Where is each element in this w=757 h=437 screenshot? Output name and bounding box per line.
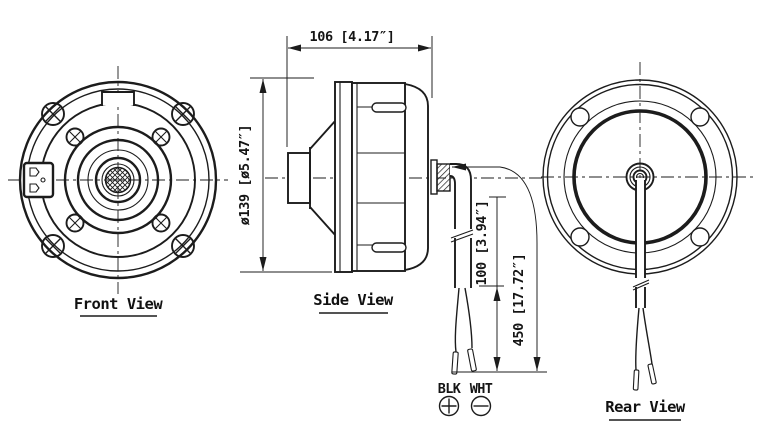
dimension-diameter-label: ø139 [ø5.47″] xyxy=(237,125,253,225)
wire-ferrule xyxy=(451,351,459,375)
driver-screw-icon xyxy=(151,213,171,233)
dimension-lead-strip-label: 100 [3.94″] xyxy=(474,200,490,285)
horn-throat-tube xyxy=(287,152,311,204)
cable-break-symbol xyxy=(450,229,474,243)
horn-throat-rings xyxy=(63,125,173,235)
rear-cap xyxy=(404,83,429,271)
dimension-annotations: 106 [4.17″] ø139 [ø5.47″] 100 [3.94″] 45… xyxy=(237,29,547,417)
clamp-screw-icon xyxy=(371,102,407,113)
mounting-hole xyxy=(570,107,590,127)
flange-screw-icon xyxy=(41,102,65,126)
dimension-lead-total-label: 450 [17.72″] xyxy=(511,254,527,347)
dimension-lead-strip: 100 [3.94″] xyxy=(474,196,506,371)
wire-black-label: BLK xyxy=(438,381,462,397)
rear-view-label: Rear View xyxy=(605,398,686,416)
driver-screw-icon xyxy=(151,127,171,147)
wire-ferrule xyxy=(467,348,477,372)
side-view: Side View xyxy=(265,81,543,375)
dimension-width-label: 106 [4.17″] xyxy=(309,29,394,45)
driver-body xyxy=(351,82,406,272)
wire-ferrule xyxy=(632,369,640,391)
mounting-hole xyxy=(690,107,710,127)
cable-break-symbol xyxy=(632,279,650,291)
mounting-hole xyxy=(690,227,710,247)
driver-screw-icon xyxy=(65,127,85,147)
lead-wire-cable xyxy=(449,163,477,375)
driver-screw-icon xyxy=(65,213,85,233)
locating-tab xyxy=(101,91,135,106)
front-view: Front View xyxy=(8,66,228,317)
rear-lead-wire-cable xyxy=(632,178,657,391)
polarity-plus-icon xyxy=(438,395,460,417)
cone-section xyxy=(309,119,337,237)
side-view-label: Side View xyxy=(313,291,394,309)
cable-gland xyxy=(430,159,451,195)
flange-screw-icon xyxy=(41,234,65,258)
dimension-diameter: ø139 [ø5.47″] xyxy=(237,77,332,273)
front-view-label: Front View xyxy=(74,295,163,313)
flange-screw-icon xyxy=(171,234,195,258)
dimension-lead-total: 450 [17.72″] xyxy=(452,163,541,371)
phase-plug-mesh xyxy=(104,166,132,194)
flange-screw-icon xyxy=(171,102,195,126)
terminal-connector xyxy=(22,161,55,199)
polarity-minus-icon xyxy=(470,395,492,417)
clamp-screw-icon xyxy=(371,242,407,253)
mounting-hole xyxy=(570,227,590,247)
flange-plate xyxy=(334,81,353,273)
wire-ferrule xyxy=(647,363,657,385)
front-outer-flange-circle xyxy=(18,80,218,280)
rear-view: Rear View xyxy=(541,62,755,421)
wire-white-label: WHT xyxy=(470,381,493,397)
dimension-width: 106 [4.17″] xyxy=(286,29,433,147)
